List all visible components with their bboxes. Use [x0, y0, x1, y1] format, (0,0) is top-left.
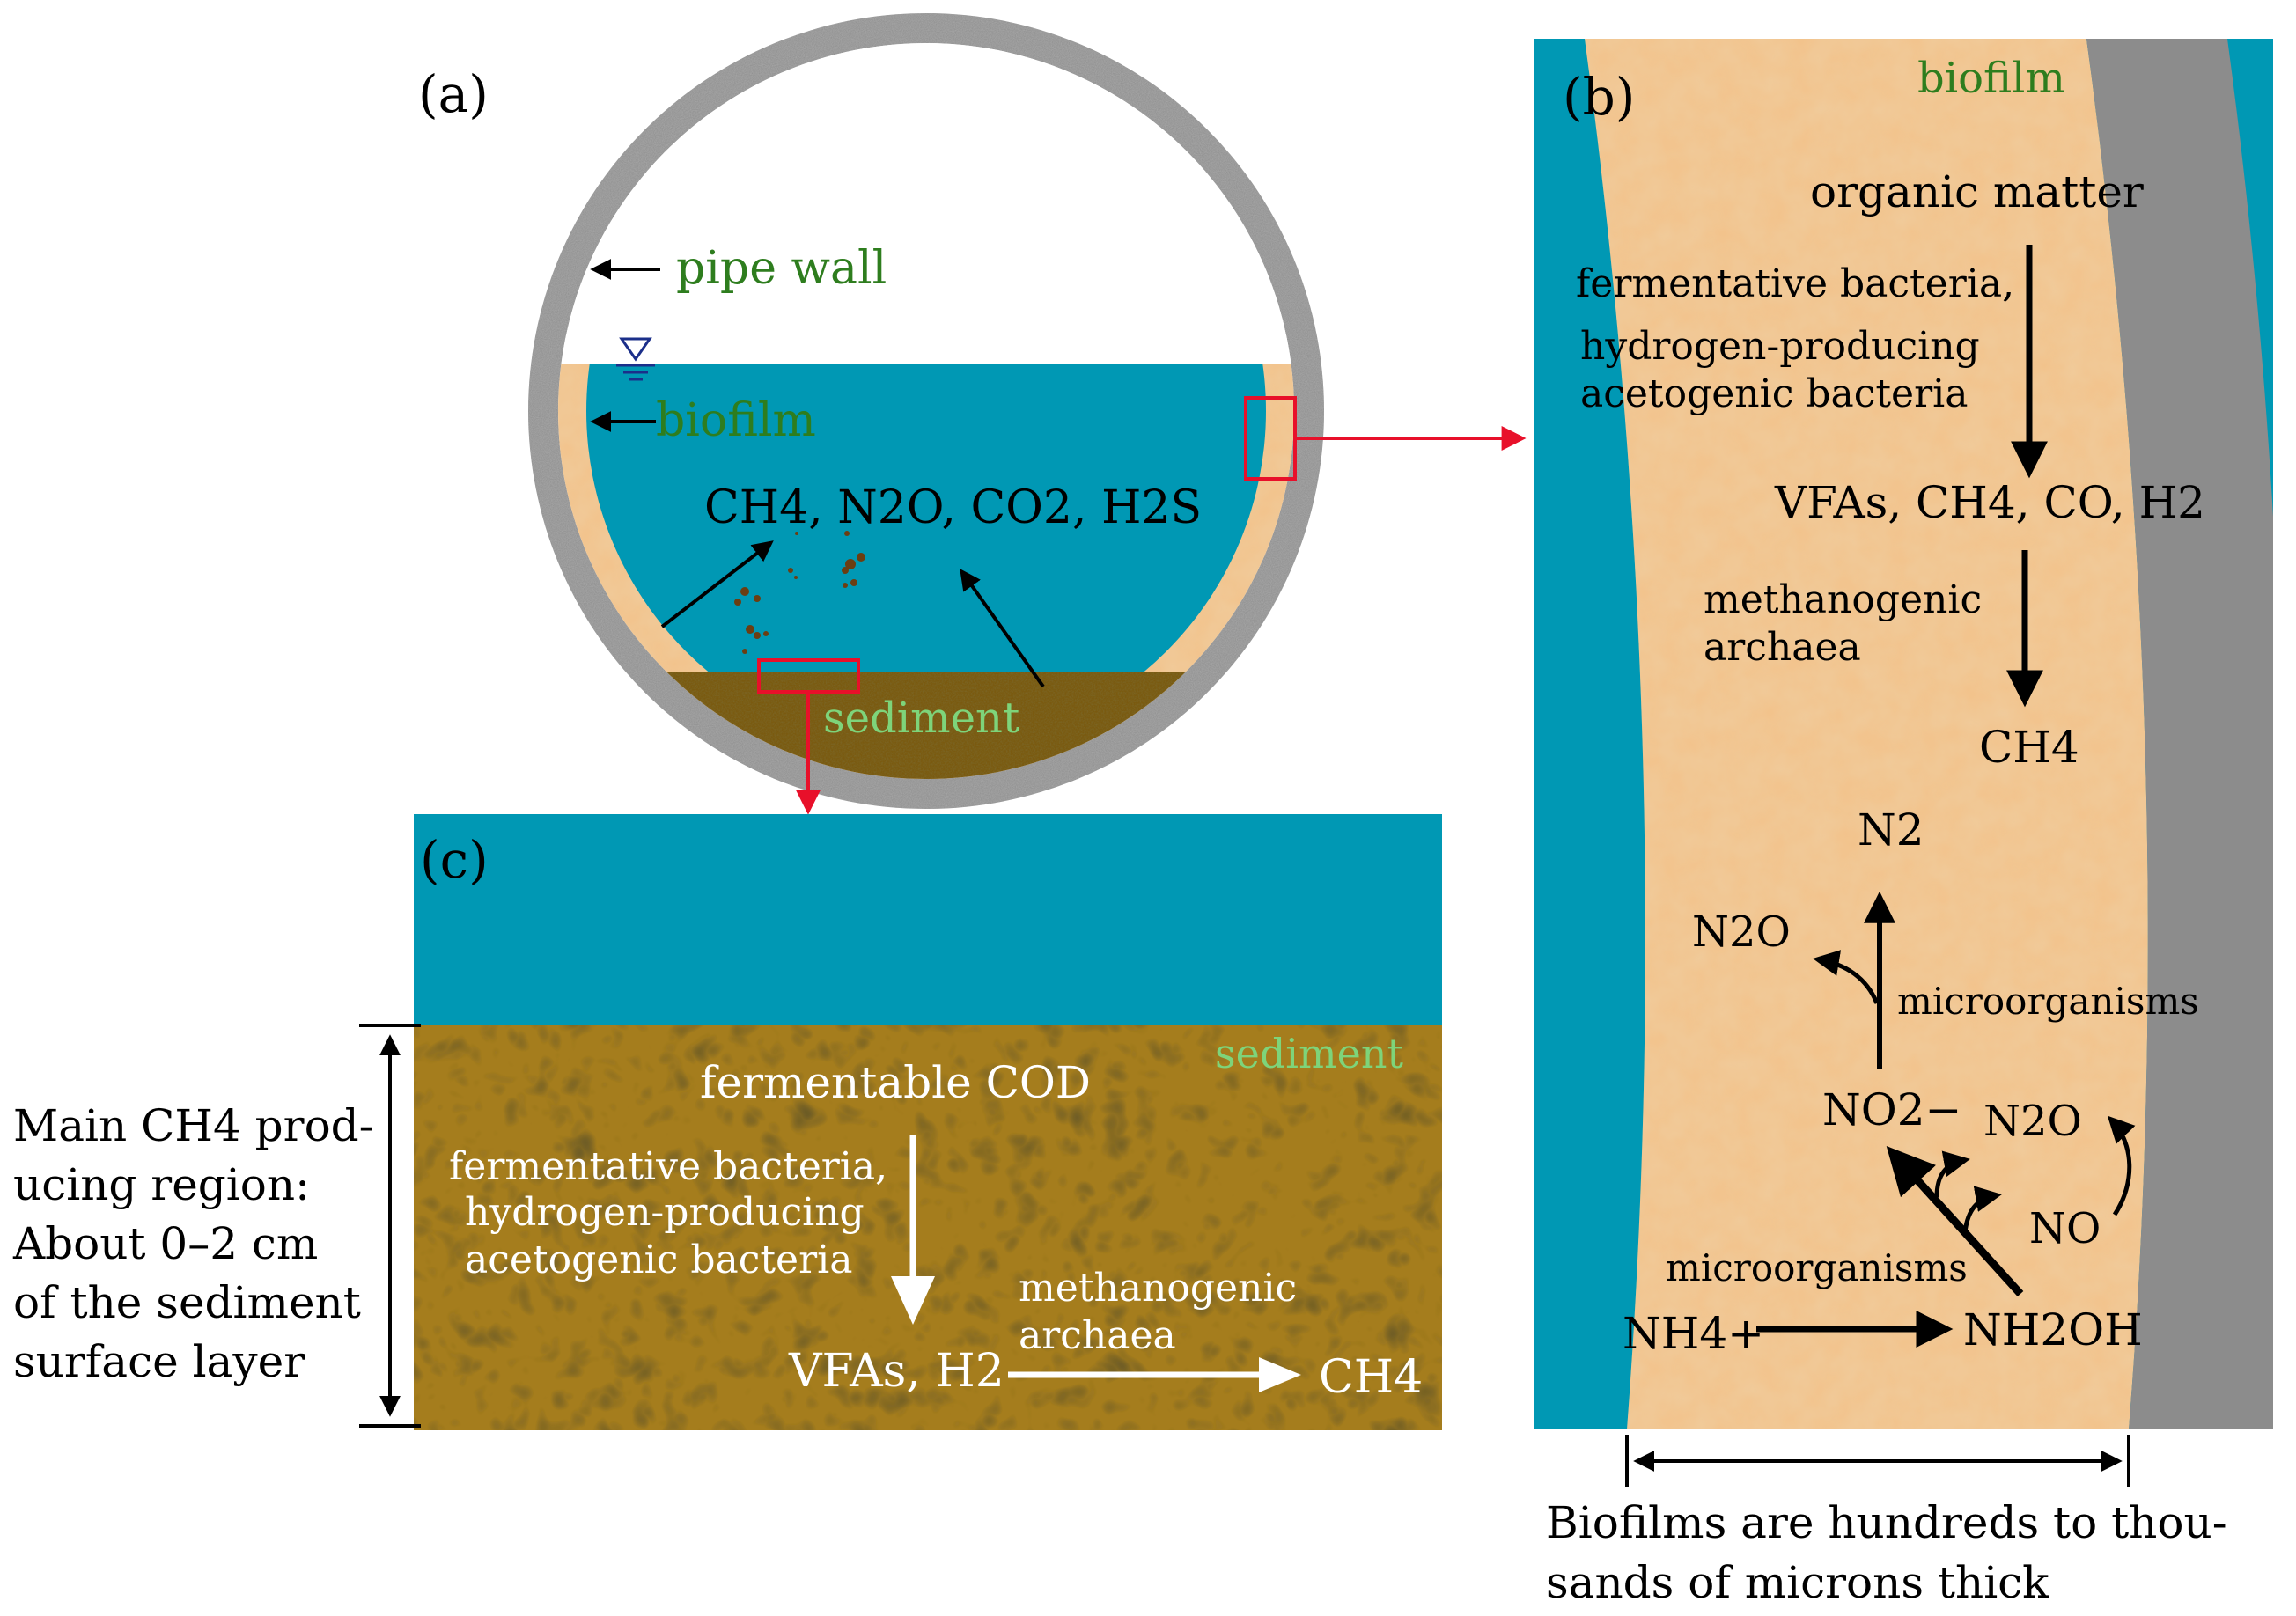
- arrow-cod-to-vfa-head: [891, 1276, 935, 1325]
- fermentative-b-1: fermentative bacteria,: [1576, 261, 2014, 306]
- panel-c-water: [414, 814, 1442, 1025]
- ch4-c: CH4: [1319, 1351, 1423, 1404]
- thickness-line-2: sands of microns thick: [1546, 1557, 2049, 1608]
- no: NO: [2029, 1204, 2101, 1253]
- panel-a: (a) pipe wall biofilm CH4, N2O, CO2, H2S…: [418, 13, 1527, 815]
- water-level-symbol: [616, 337, 655, 381]
- thickness-line-1: Biofilms are hundreds to thou-: [1546, 1497, 2227, 1548]
- organic-matter: organic matter: [1810, 166, 2144, 217]
- vfas-h2: VFAs, H2: [788, 1345, 1004, 1398]
- gas-arrow-left: [660, 540, 774, 628]
- sediment-label-c: sediment: [1215, 1030, 1403, 1077]
- nh4: NH4+: [1623, 1308, 1764, 1359]
- nh2oh: NH2OH: [1963, 1304, 2143, 1355]
- arrow-to-n2o-right-a: [1934, 1150, 1970, 1198]
- region-line-3: About 0–2 cm: [12, 1218, 318, 1269]
- gas-arrow-right: [960, 569, 1045, 688]
- arrow-to-n2o-top: [1813, 950, 1880, 1004]
- n2o-top: N2O: [1692, 907, 1791, 957]
- panel-b-right-margin: [2273, 35, 2296, 1435]
- fermentative-c-3: acetogenic bacteria: [465, 1238, 852, 1282]
- region-line-1: Main CH4 prod-: [13, 1100, 374, 1151]
- methanogenic-c-2: archaea: [1019, 1313, 1176, 1358]
- fermentative-c-2: hydrogen-producing: [465, 1190, 865, 1235]
- region-line-5: surface layer: [13, 1336, 305, 1387]
- panel-c: (c) sediment fermentable COD fermentativ…: [12, 814, 1442, 1430]
- gases-label: CH4, N2O, CO2, H2S: [704, 481, 1202, 534]
- arrow-vfa-to-ch4-c-head: [1259, 1357, 1301, 1392]
- biofilm-label-a: biofilm: [656, 394, 816, 447]
- arrow-no-to-n2o: [2107, 1115, 2136, 1216]
- fermentative-c-1: fermentative bacteria,: [449, 1144, 887, 1189]
- panel-b-label: (b): [1563, 67, 1635, 127]
- methanogenic-b-2: archaea: [1704, 625, 1861, 670]
- air-space: [558, 43, 1294, 364]
- methanogenic-b-1: methanogenic: [1704, 577, 1982, 622]
- n2: N2: [1858, 804, 1924, 856]
- fermentative-b-3: acetogenic bacteria: [1580, 371, 1968, 416]
- n2o-right: N2O: [1983, 1097, 2082, 1146]
- microorganisms-bottom: microorganisms: [1666, 1246, 1968, 1289]
- arrow-to-no: [1962, 1186, 2002, 1233]
- particles: [734, 531, 865, 654]
- region-line-4: of the sediment: [13, 1277, 361, 1328]
- methanogenic-c-1: methanogenic: [1019, 1266, 1297, 1311]
- pipe-wall-label: pipe wall: [676, 242, 887, 295]
- microorganisms-top: microorganisms: [1897, 980, 2199, 1023]
- panel-b: (b) biofilm organic matter fermentative …: [1534, 35, 2296, 1608]
- products-b: VFAs, CH4, CO, H2: [1774, 477, 2205, 528]
- panel-c-label: (c): [420, 830, 489, 890]
- arrow-nh2oh-to-no2: [1886, 1145, 2024, 1297]
- biofilm-label-b: biofilm: [1917, 54, 2065, 103]
- ch4-b: CH4: [1979, 722, 2079, 773]
- no2: NO2−: [1822, 1084, 1961, 1135]
- fermentative-b-2: hydrogen-producing: [1580, 324, 1980, 369]
- fermentable-cod: fermentable COD: [700, 1057, 1091, 1108]
- panel-a-label: (a): [418, 64, 489, 124]
- panel-b-pipe-wall: [2086, 39, 2286, 1429]
- panel-b-biofilm-texture: [1585, 39, 2148, 1429]
- region-line-2: ucing region:: [13, 1159, 310, 1210]
- sediment-label-a: sediment: [823, 694, 1019, 743]
